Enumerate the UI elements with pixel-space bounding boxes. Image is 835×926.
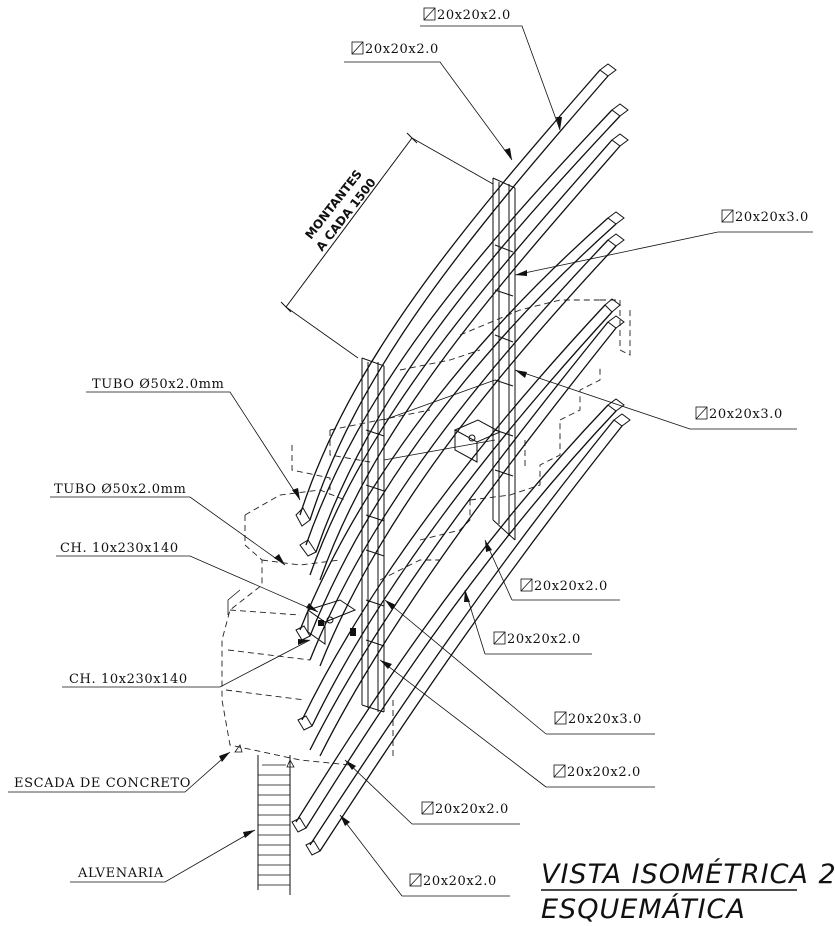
profile-label-1: 20x20x2.0 <box>423 7 511 23</box>
profile-label-9: 20x20x2.0 <box>421 801 509 817</box>
upright-frames <box>361 177 516 713</box>
label-alvenaria: ALVENARIA <box>77 866 164 881</box>
right-leaders <box>339 25 813 897</box>
svg-text:20x20x2.0: 20x20x2.0 <box>567 765 641 780</box>
curved-rails <box>291 63 631 856</box>
profile-label-5: 20x20x2.0 <box>520 578 608 594</box>
svg-text:20x20x3.0: 20x20x3.0 <box>709 407 783 422</box>
profile-label-8: 20x20x2.0 <box>553 764 641 780</box>
masonry-wall <box>257 755 291 895</box>
svg-text:20x20x2.0: 20x20x2.0 <box>435 802 509 817</box>
label-chapa-1: CH. 10x230x140 <box>60 541 179 556</box>
svg-text:20x20x3.0: 20x20x3.0 <box>568 712 642 727</box>
svg-text:20x20x2.0: 20x20x2.0 <box>365 42 439 57</box>
svg-text:20x20x2.0: 20x20x2.0 <box>534 579 608 594</box>
spacing-dimension: MONTANTES A CADA 1500 <box>280 132 494 359</box>
label-tubo-1: TUBO Ø50x2.0mm <box>92 377 224 392</box>
label-escada-de-concreto: ESCADA DE CONCRETO <box>14 776 191 791</box>
profile-label-7: 20x20x3.0 <box>554 711 642 727</box>
profile-label-10: 20x20x2.0 <box>409 873 497 889</box>
svg-text:20x20x2.0: 20x20x2.0 <box>507 632 581 647</box>
drawing-title: VISTA ISOMÉTRICA 2 ESQUEMÁTICA <box>541 858 835 925</box>
left-labels: TUBO Ø50x2.0mm TUBO Ø50x2.0mm CH. 10x230… <box>14 377 224 881</box>
base-plates <box>306 419 502 645</box>
svg-text:20x20x3.0: 20x20x3.0 <box>735 210 809 225</box>
profile-label-3: 20x20x3.0 <box>721 209 809 225</box>
title-line-2: ESQUEMÁTICA <box>541 893 746 925</box>
profile-label-2: 20x20x2.0 <box>351 41 439 57</box>
svg-text:20x20x2.0: 20x20x2.0 <box>423 874 497 889</box>
profile-label-6: 20x20x2.0 <box>493 631 581 647</box>
svg-text:20x20x2.0: 20x20x2.0 <box>437 8 511 23</box>
left-leaders <box>8 391 319 883</box>
title-line-1: VISTA ISOMÉTRICA 2 <box>541 858 835 890</box>
label-tubo-2: TUBO Ø50x2.0mm <box>54 482 186 497</box>
profile-labels: 20x20x2.0 20x20x2.0 20x20x3.0 20x20x3.0 … <box>351 7 809 889</box>
profile-label-4: 20x20x3.0 <box>695 406 783 422</box>
label-chapa-2: CH. 10x230x140 <box>69 672 188 687</box>
